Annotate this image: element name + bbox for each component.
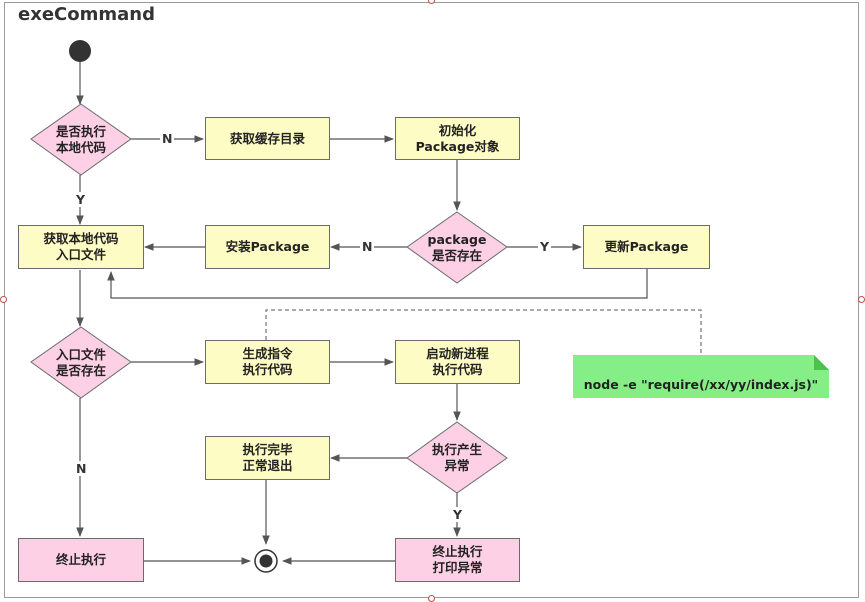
note-shape — [573, 355, 829, 398]
resize-handle-top[interactable] — [428, 0, 435, 4]
note-link — [265, 309, 702, 355]
node-exec-done[interactable]: 执行完毕 正常退出 — [205, 436, 330, 480]
node-start-process[interactable]: 启动新进程 执行代码 — [395, 340, 520, 384]
decision-package-exists[interactable]: package 是否存在 — [427, 231, 487, 263]
resize-handle-left[interactable] — [0, 296, 7, 303]
node-get-cache-dir[interactable]: 获取缓存目录 — [205, 117, 330, 160]
edge-label-error-yes: Y — [451, 507, 465, 522]
decision-exec-error[interactable]: 执行产生 异常 — [431, 441, 482, 473]
node-terminate-print[interactable]: 终止执行 打印异常 — [395, 538, 520, 582]
decision-error-shape — [406, 421, 508, 494]
decision-entry-shape — [30, 326, 132, 399]
decision-local[interactable]: 是否执行 本地代码 — [55, 123, 106, 155]
decision-local-shape — [30, 103, 132, 176]
edge-label-pkg-no: N — [360, 239, 375, 254]
edge-label-local-no: N — [160, 131, 175, 146]
decision-package-shape — [406, 211, 508, 284]
note-fold — [814, 355, 829, 370]
end-node-inner — [259, 554, 273, 568]
node-get-entry-file[interactable]: 获取本地代码 入口文件 — [18, 225, 144, 269]
start-node — [69, 40, 91, 62]
node-update-package[interactable]: 更新Package — [583, 225, 710, 269]
note-text[interactable]: node -e "require(/xx/yy/index.js)" — [583, 376, 819, 392]
diagram-title: exeCommand — [18, 4, 155, 25]
edge-label-local-yes: Y — [74, 192, 88, 207]
node-install-package[interactable]: 安装Package — [205, 225, 330, 269]
edge-update-entry — [107, 269, 648, 299]
node-gen-command[interactable]: 生成指令 执行代码 — [205, 340, 330, 384]
edge-label-pkg-yes: Y — [538, 239, 552, 254]
decision-entry-exists[interactable]: 入口文件 是否存在 — [55, 346, 106, 378]
node-terminate[interactable]: 终止执行 — [18, 538, 144, 582]
node-init-package[interactable]: 初始化 Package对象 — [395, 117, 520, 160]
edge-label-entry-no: N — [74, 461, 89, 476]
